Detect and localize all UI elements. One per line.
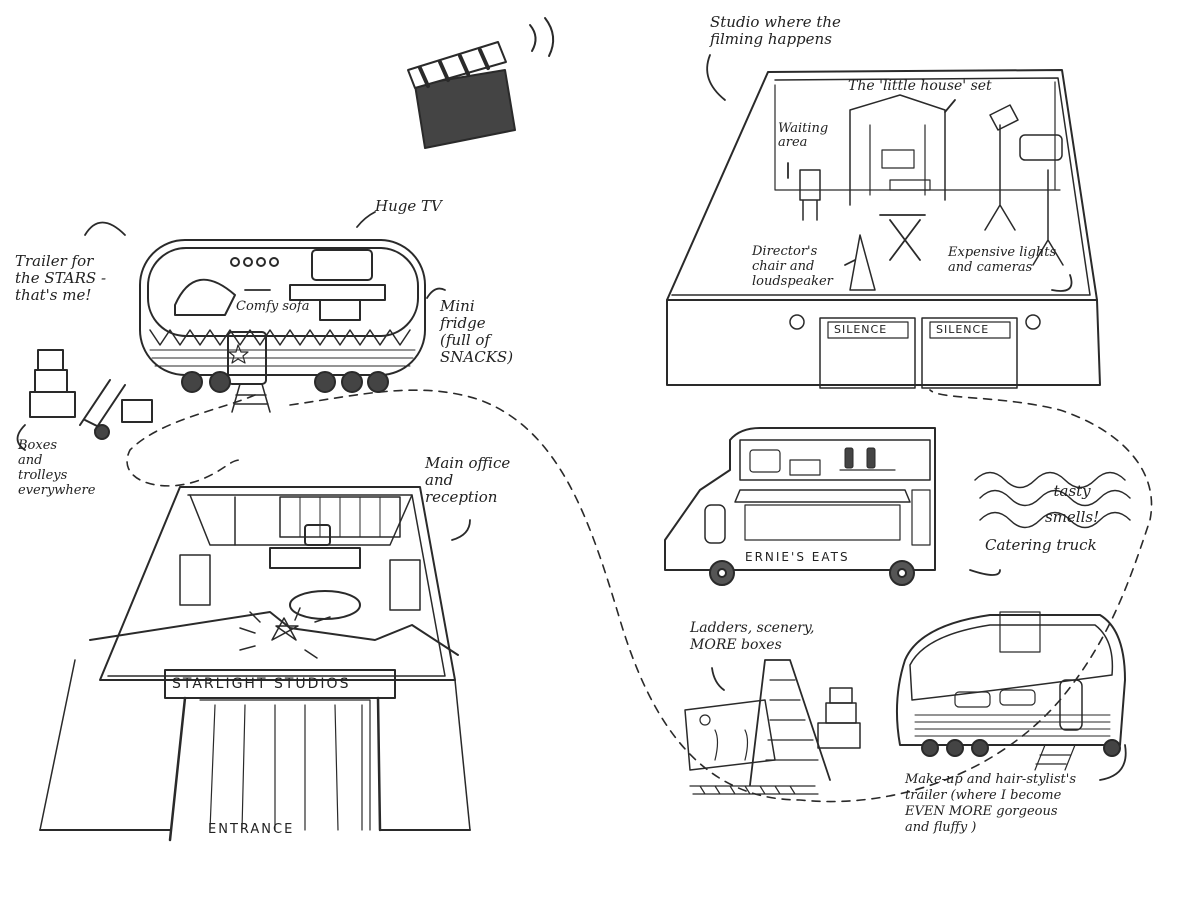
label-little-house: The 'little house' set [848, 78, 992, 94]
label-huge-tv: Huge TV [375, 197, 442, 215]
arrow-fridge [426, 287, 446, 299]
label-ladders: Ladders, scenery, MORE boxes [690, 620, 815, 653]
label-lights-cameras: Expensive lights and cameras [948, 245, 1057, 275]
label-boxes-trolleys: Boxes and trolleys everywhere [18, 438, 96, 498]
label-directors-chair: Director's chair and loudspeaker [752, 244, 833, 289]
dashed-path-left [126, 394, 256, 487]
boxes-trolley-drawing [29, 349, 153, 440]
label-catering-truck: Catering truck [985, 536, 1097, 554]
arrow-director [844, 259, 856, 266]
smell-lines [974, 471, 1131, 529]
label-waiting-area: Waiting area [778, 121, 829, 150]
ladders-scenery-drawing [684, 659, 861, 795]
arrow-office [451, 519, 471, 541]
label-mini-fridge: Mini fridge (full of SNACKS) [440, 297, 514, 366]
sign-ernies-eats: ERNIE'S EATS [745, 550, 850, 564]
arrow-stars-trailer [84, 221, 126, 236]
clapperboard-icon [407, 17, 555, 149]
main-office-drawing [39, 486, 471, 842]
sign-silence-right: SILENCE [936, 323, 990, 336]
sign-silence-left: SILENCE [834, 323, 888, 336]
label-studio: Studio where the filming happens [710, 13, 841, 48]
arrow-studio [706, 54, 726, 101]
label-comfy-sofa: Comfy sofa [236, 299, 310, 314]
annotation-arrows [16, 54, 1127, 781]
studio-building-drawing [666, 69, 1101, 389]
arrow-boxes [16, 424, 26, 451]
arrow-ladders [711, 667, 725, 691]
label-tasty-smells: tasty smells! [1045, 482, 1100, 526]
arrow-little-house [944, 99, 956, 113]
dashed-path [289, 389, 1153, 803]
label-stars-trailer: Trailer for the STARS - that's me! [15, 252, 107, 304]
label-makeup-trailer: Make-up and hair-stylist's trailer (wher… [905, 772, 1077, 835]
label-main-office: Main office and reception [425, 454, 511, 506]
arrow-huge-tv [356, 211, 376, 228]
sign-entrance: ENTRANCE [208, 822, 295, 837]
sign-starlight-studios: STARLIGHT STUDIOS [172, 676, 351, 692]
catering-truck-drawing [664, 427, 936, 586]
arrow-catering [969, 569, 1001, 576]
makeup-trailer-drawing [895, 611, 1126, 771]
arrow-makeup [1099, 744, 1127, 781]
arrow-lights [1051, 274, 1073, 292]
stars-trailer-drawing [139, 239, 426, 413]
